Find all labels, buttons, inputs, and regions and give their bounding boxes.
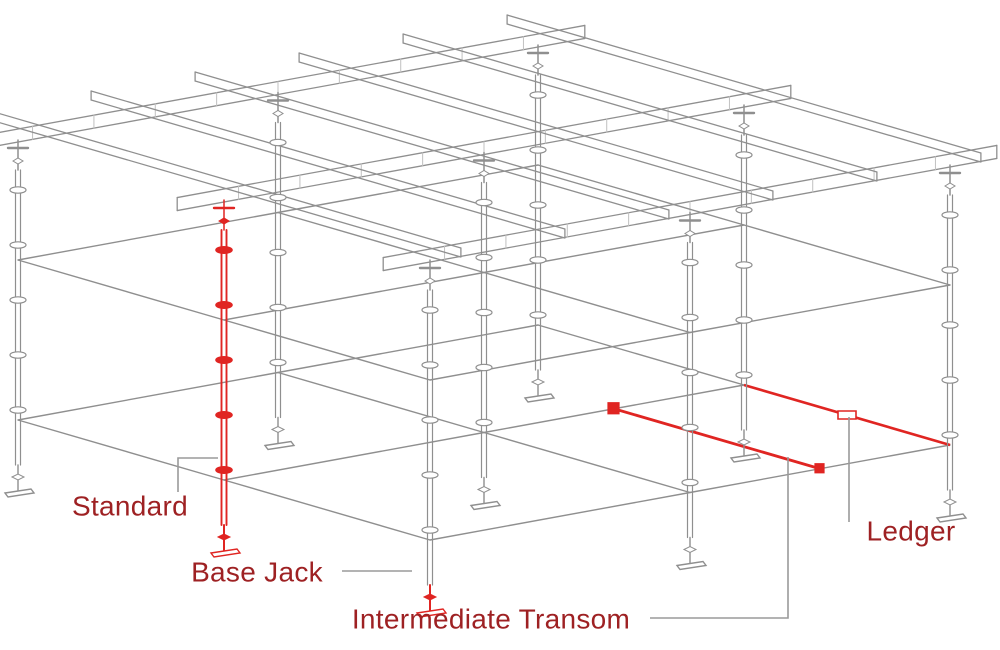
label-ledger: Ledger [866, 515, 956, 547]
standard-post [3, 139, 36, 498]
label-intermediate-transom: Intermediate Transom [351, 603, 631, 635]
standard-post-highlighted [209, 199, 242, 558]
standard-post [935, 164, 968, 523]
standard-post [523, 44, 556, 403]
label-standard: Standard [71, 490, 189, 522]
standard-post [469, 151, 502, 511]
ledgers [17, 164, 951, 541]
label-base-jack: Base Jack [191, 556, 323, 588]
top-joists [0, 14, 982, 258]
standards [3, 44, 968, 618]
pointer-line-intermediate-transom [650, 457, 789, 619]
standard-post [675, 211, 708, 571]
intermediate-transom-highlighted [607, 402, 825, 474]
standard-post [263, 91, 296, 451]
base-jack-highlighted [415, 259, 448, 618]
standard-post [729, 104, 762, 463]
pointer-line-standard [177, 457, 218, 492]
label-pointer-lines [177, 417, 850, 619]
